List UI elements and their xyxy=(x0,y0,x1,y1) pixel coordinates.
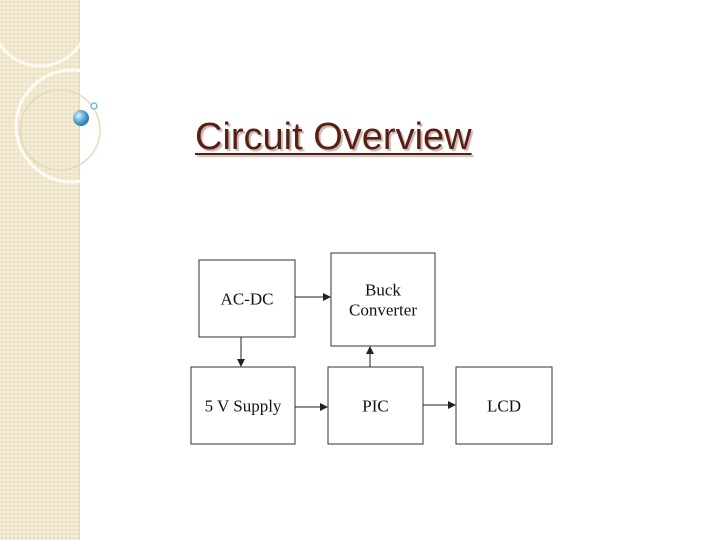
node-supply: 5 V Supply xyxy=(190,366,296,445)
node-label-lcd: LCD xyxy=(487,397,521,416)
node-label-buck: Converter xyxy=(349,301,417,320)
node-box-buck xyxy=(330,252,436,347)
node-label-buck: Buck xyxy=(365,281,401,300)
node-label-pic: PIC xyxy=(362,397,388,416)
node-box-acdc xyxy=(198,259,296,338)
node-box-lcd xyxy=(455,366,553,445)
slide-title: Circuit Overview xyxy=(195,116,472,158)
node-box-supply xyxy=(190,366,296,445)
node-lcd: LCD xyxy=(455,366,553,445)
node-pic: PIC xyxy=(327,366,424,445)
decorative-circles xyxy=(0,0,130,184)
node-label-acdc: AC-DC xyxy=(221,290,274,309)
node-label-supply: 5 V Supply xyxy=(205,397,282,416)
accent-ball xyxy=(73,110,89,126)
node-acdc: AC-DC xyxy=(198,259,296,338)
node-box-pic xyxy=(327,366,424,445)
accent-ball-small xyxy=(90,102,98,110)
